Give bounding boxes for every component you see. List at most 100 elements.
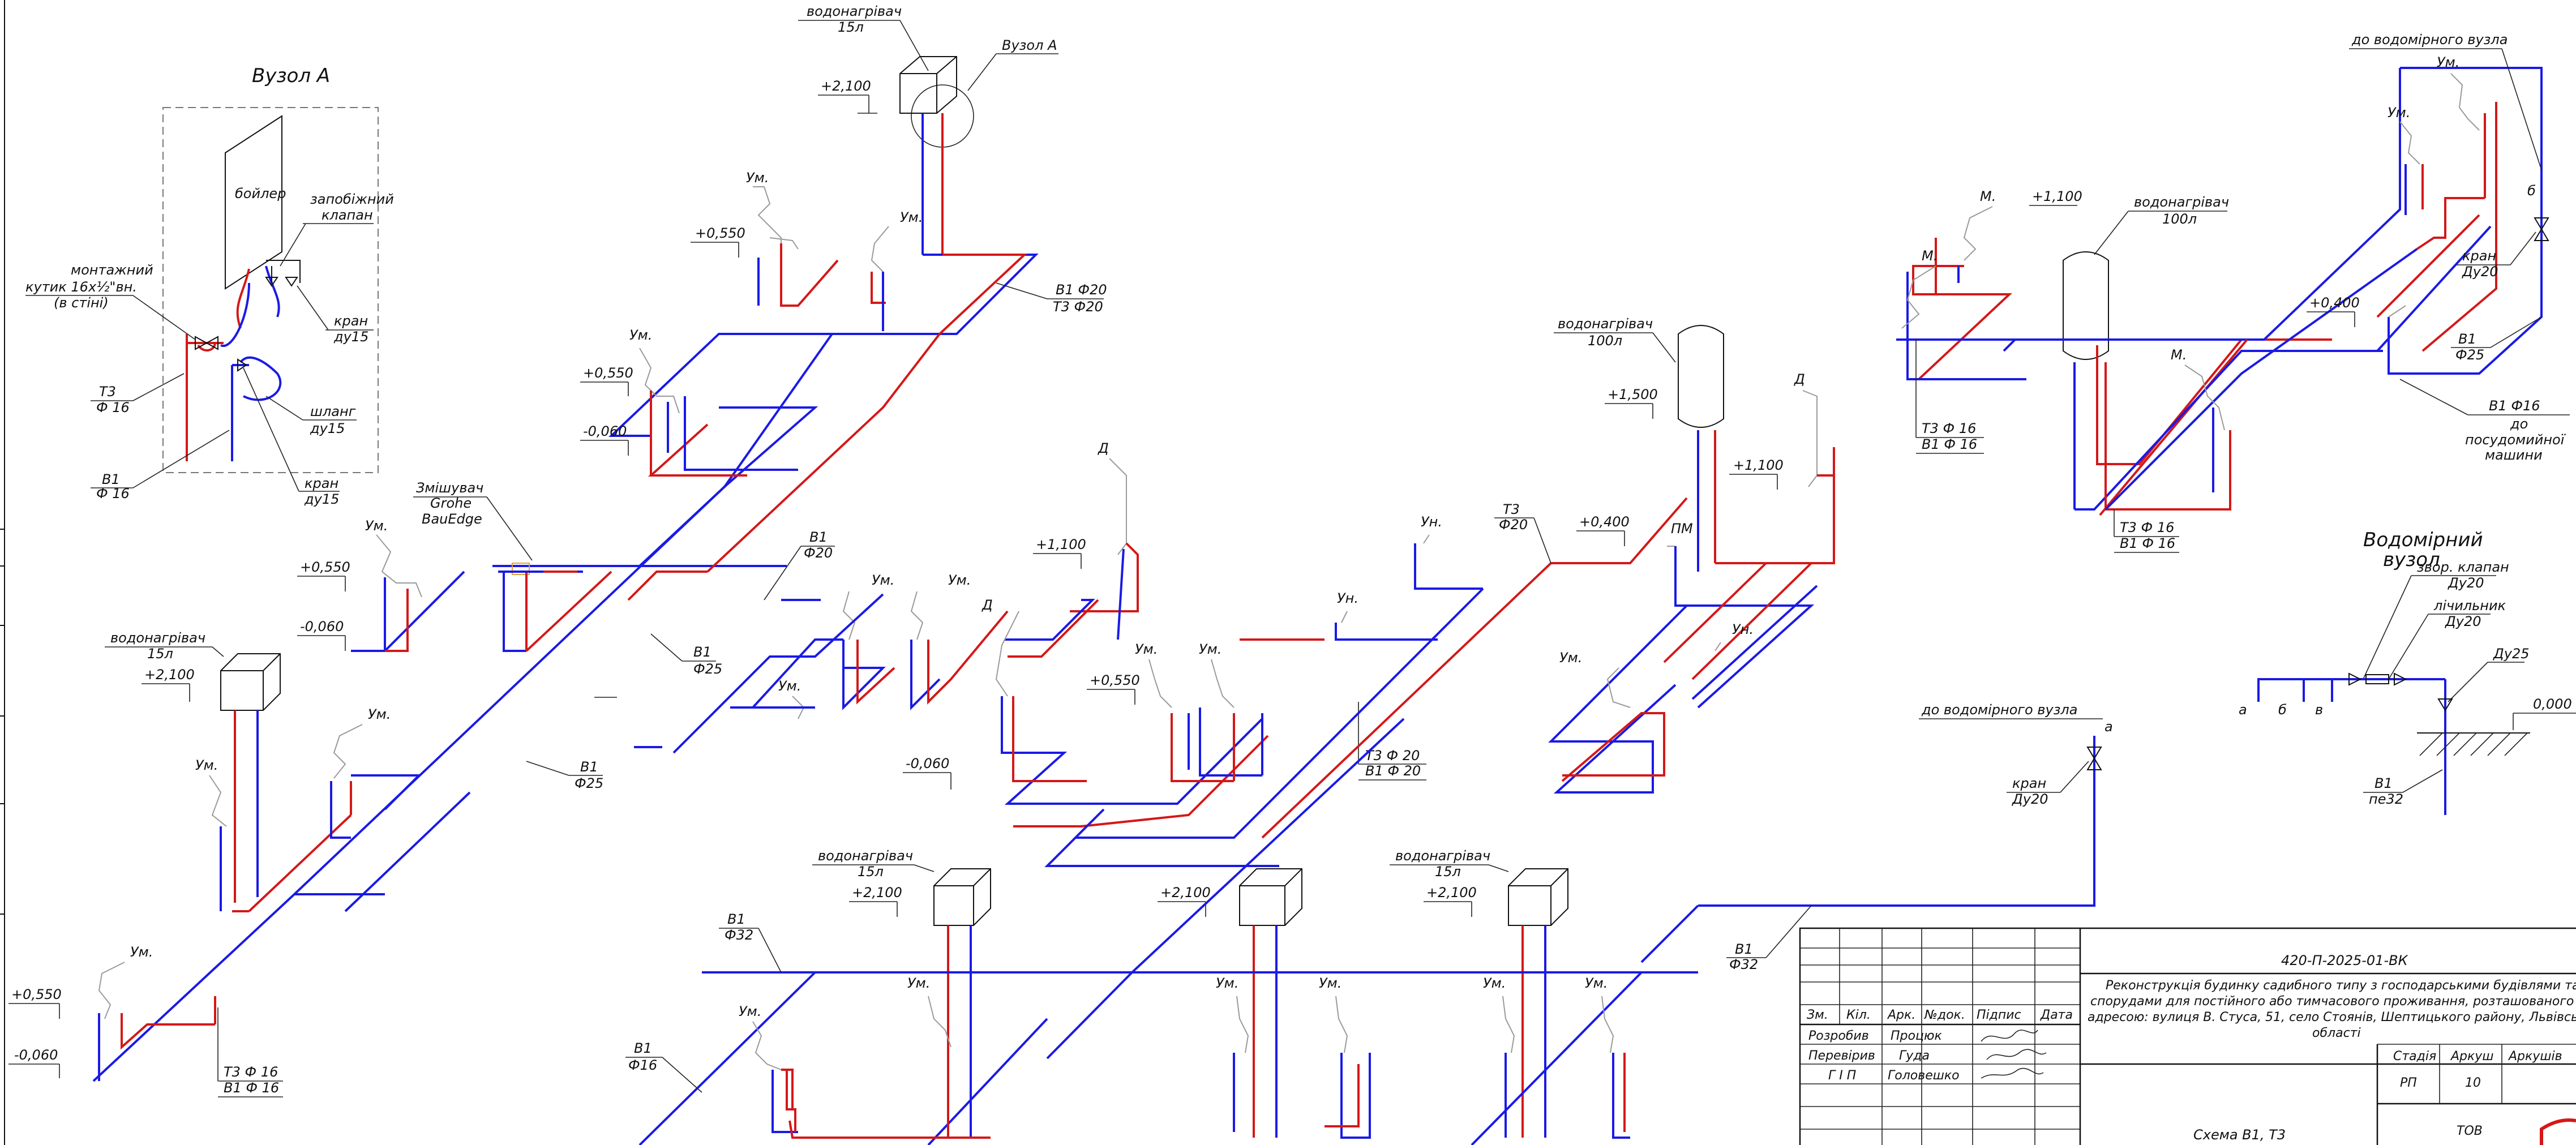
mixer-label-3: BauEdge <box>422 511 482 527</box>
tb-name-2: Гуда <box>1899 1049 1930 1063</box>
b1-f32-a-dia: Ф32 <box>725 927 753 943</box>
fixtures-left-low: +0,550 -0,060 Ум. Змішувач Grohe BauEdge <box>297 480 583 652</box>
crane-icon-b <box>2086 747 2102 760</box>
label-f25-diag2: Ф25 <box>575 775 603 791</box>
node-a-title: Вузол А <box>252 65 330 87</box>
check-valve-1: звор. клапан <box>2417 559 2509 575</box>
heater-mid100: водонагрівач 100л +1,500 +0,400 ПМ +1,10… <box>1548 316 1835 794</box>
boiler-shape <box>225 115 282 290</box>
tb-name-3: Головешко <box>1888 1069 1960 1083</box>
center-fixtures: Ум. Ум. Ум. Д +1,100 Д -0,060 <box>672 440 1269 827</box>
um-i: Ум. <box>948 572 971 588</box>
fixtures-left-mid: +0,550 -0,060 Ум. <box>580 327 798 477</box>
heater-b3-vol: 15л <box>1435 864 1461 880</box>
pipe-labels-diagonal: В1 Ф20 В1 Ф25 В1 Ф25 <box>526 529 835 791</box>
signature-3 <box>1981 1067 2044 1079</box>
heater-mid-vol: 100л <box>1588 333 1622 349</box>
b1-pe32: В1 <box>2374 775 2393 791</box>
um-r: Ум. <box>1483 975 1506 991</box>
heater-top-mark: Вузол А <box>1002 37 1057 53</box>
b1-f16-bot: В1 <box>634 1040 652 1056</box>
heater-right-tank <box>2063 251 2109 360</box>
um-l: Ум. <box>1199 641 1221 657</box>
b1-f25-r: В1 <box>2458 331 2476 347</box>
valve2-label-1: кран <box>305 475 338 491</box>
elev-0400-b: +0,400 <box>2309 295 2360 311</box>
heater-mid-label: водонагрівач <box>1558 316 1653 332</box>
tb-role-2: Перевірив <box>1808 1049 1875 1063</box>
letter-a: а <box>2239 702 2247 718</box>
fixtures-left-top: +0,550 Ум. Ум. <box>691 170 923 331</box>
heater-mid-tank <box>1678 325 1724 428</box>
tb-role-3: Г І П <box>1828 1069 1856 1083</box>
crane-b-1: кран <box>2012 775 2046 791</box>
um-h: Ум. <box>872 572 894 588</box>
pm-label: ПМ <box>1671 521 1693 537</box>
heater-b1-elev: +2,100 <box>852 885 902 900</box>
node-a-detail: Вузол А бойлер запобіжний клапан кран ду… <box>25 65 394 507</box>
signature-2 <box>1986 1049 2047 1060</box>
elev-0550-c: +0,550 <box>300 559 350 575</box>
um-a: Ум. <box>746 170 769 186</box>
dishwasher-1: до <box>2510 416 2528 432</box>
heater-b3-label: водонагрівач <box>1395 848 1490 864</box>
t3-f16-bl: Т3 Ф 16 <box>224 1064 278 1080</box>
corner-label-2: кутик 16х½"вн. <box>25 279 137 295</box>
fixtures-bottom-left: +0,550 -0,060 Ум. Т3 Ф 16 В1 Ф 16 <box>8 944 283 1097</box>
dishwasher-2: посудомийної <box>2465 432 2566 448</box>
elev-0060-b: -0,060 <box>300 619 344 634</box>
corner-label-1: монтажний <box>71 262 153 278</box>
heater-top-vol: 15л <box>838 19 864 35</box>
to-meter-label-r: до водомірного вузла <box>2351 32 2508 48</box>
tb-desc-2: спорудами для постійного або тимчасового… <box>2090 994 2576 1009</box>
tb-h-zm: Зм. <box>1807 1008 1828 1022</box>
b1-f16-r: В1 Ф16 <box>2489 398 2540 414</box>
b1-f20-label-top: В1 Ф20 <box>1056 282 1107 298</box>
b1-f16-r3: В1 Ф 16 <box>2120 535 2175 551</box>
heater-left-box <box>220 653 281 711</box>
tb-stage-h: Стадія <box>2393 1049 2436 1063</box>
label-b1-mid: В1 <box>809 529 828 545</box>
tb-h-ark: Арк. <box>1887 1008 1915 1022</box>
d-label-c: Д <box>1794 371 1805 387</box>
meter-title-2: вузол <box>2383 548 2440 571</box>
elev-0550-e: +0,550 <box>1090 672 1140 688</box>
to-meter-label-b: до водомірного вузла <box>1921 702 2077 718</box>
d-label-b: Д <box>981 597 993 613</box>
valve2-label-2: ду15 <box>304 491 339 507</box>
tb-sheet-v: 10 <box>2465 1076 2481 1090</box>
mixer-label-2: Grohe <box>430 495 472 511</box>
t3-f20-label-top: Т3 Ф20 <box>1053 299 1103 315</box>
heater-b1-box <box>933 868 991 926</box>
heater-b2-elev: +2,100 <box>1160 885 1211 900</box>
heater-top-elev: +2,100 <box>821 78 871 94</box>
safety-valve-label-2: клапан <box>322 207 373 223</box>
t3-f16-r: Т3 Ф 16 <box>1922 421 1976 436</box>
b1-f16-r2: В1 Ф 16 <box>1922 436 1977 452</box>
heater-left: водонагрівач 15л +2,100 Ум. Ум. <box>105 630 422 911</box>
heater-top-box <box>899 56 957 114</box>
tb-h-date: Дата <box>2040 1008 2073 1022</box>
heater-right100: водонагрівач 100л б до водомірного вузла <box>1896 32 2570 553</box>
heater-top-label: водонагрівач <box>807 3 902 19</box>
label-b1-diag: В1 <box>693 644 711 660</box>
counter-1: лічильник <box>2433 598 2506 614</box>
label-b1-diag2: В1 <box>580 759 598 775</box>
title-block: 420-П-2025-01-ВК Реконструкція будинку с… <box>1799 927 2576 1145</box>
elev-1100-a: +1,100 <box>1036 537 1086 552</box>
meter-crane-icon <box>2437 698 2453 711</box>
du25-label: Ду25 <box>2493 646 2530 662</box>
ground-hatch <box>2419 732 2528 756</box>
um-m: Ум. <box>1559 650 1582 666</box>
mixer-icon-a <box>753 186 782 249</box>
heater-b2-box <box>1239 868 1302 926</box>
un-a: Ун. <box>1337 590 1358 606</box>
letter-b-r: б <box>2527 183 2536 199</box>
um-q: Ум. <box>1319 975 1341 991</box>
water-meter-icon <box>2365 674 2389 684</box>
fixtures-center-right: +0,550 Ум. Ум. Т3 Ф 20 В1 Ф 20 Ун. Ун. Т… <box>1044 497 1688 867</box>
heater-left-elev: +2,100 <box>144 667 195 683</box>
letter-v: в <box>2315 702 2323 718</box>
b1-pe32-dia: пе32 <box>2369 791 2403 807</box>
